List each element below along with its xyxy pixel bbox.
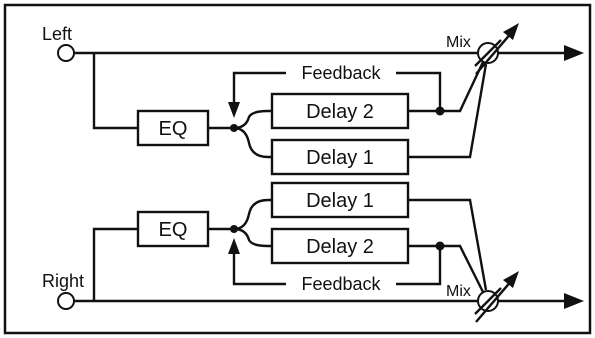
bottom-delay-upper-label: Delay 1 <box>306 190 374 212</box>
top-output-arrowhead <box>564 45 584 61</box>
top-mix-slash <box>474 39 502 67</box>
right-input-port <box>57 292 75 310</box>
bottom-eq-box <box>136 210 210 248</box>
top-delay-lower-out <box>408 63 488 159</box>
bottom-branch-lower <box>233 227 272 248</box>
bottom-mix-arrow-shaft <box>475 278 514 323</box>
bottom-mix-label: Mix <box>446 283 471 300</box>
bottom-mix-arrowhead <box>503 271 519 288</box>
top-branch-upper <box>233 109 272 130</box>
top-eq-feed-line <box>92 53 138 130</box>
top-eq-box <box>136 109 210 147</box>
diagram-frame <box>3 3 592 335</box>
bottom-mix-slash <box>474 287 502 315</box>
left-input-port <box>57 44 75 62</box>
bottom-eq-feed-line <box>92 227 138 301</box>
top-mix-label: Mix <box>446 34 471 51</box>
top-channel: Left EQ Delay 2 Delay 1 Feedback Mix <box>42 23 584 176</box>
top-eq-label: EQ <box>159 118 188 140</box>
bottom-eq-label: EQ <box>159 219 188 241</box>
top-feedback-arrowhead <box>228 102 240 118</box>
left-input-label: Left <box>42 24 72 44</box>
top-mix-arrow-shaft <box>475 30 514 75</box>
top-feedback-label: Feedback <box>301 63 381 83</box>
bottom-channel: Right EQ Delay 1 Delay 2 Feedback Mix <box>42 181 584 323</box>
bottom-branch-upper <box>233 198 272 231</box>
top-delay-upper-label: Delay 2 <box>306 101 374 123</box>
top-delay-upper-out <box>408 61 485 113</box>
bottom-output-arrowhead <box>564 293 584 309</box>
top-delay-lower-label: Delay 1 <box>306 147 374 169</box>
right-input-label: Right <box>42 271 84 291</box>
feedback-label-backdrop <box>297 274 386 294</box>
top-feedback-line <box>232 71 442 111</box>
bottom-feedback-label: Feedback <box>301 274 381 294</box>
bottom-delay-lower-out <box>408 244 485 293</box>
bottom-delay-lower-label: Delay 2 <box>306 236 374 258</box>
bottom-feedback-line <box>232 246 442 286</box>
top-delay-lower-box <box>270 138 410 176</box>
bottom-feedback-arrowhead <box>228 238 240 254</box>
top-mix-arrowhead <box>503 23 519 40</box>
top-branch-lower <box>233 126 272 159</box>
bottom-delay-upper-out <box>408 198 488 291</box>
feedback-label-backdrop <box>297 63 386 83</box>
